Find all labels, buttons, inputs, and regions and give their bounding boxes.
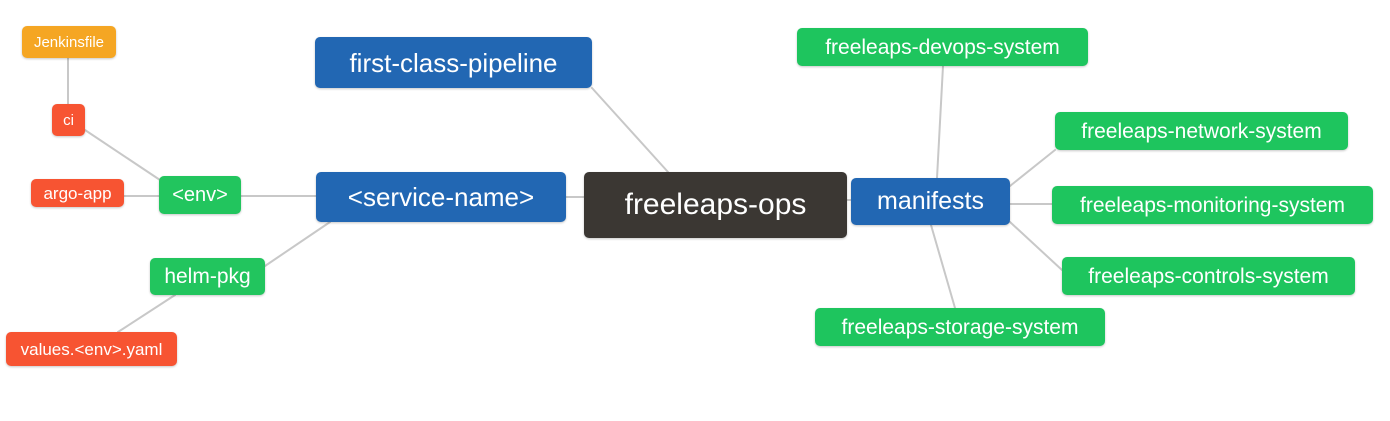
node-values-env-yaml[interactable]: values.<env>.yaml bbox=[6, 332, 177, 366]
node-helm-pkg[interactable]: helm-pkg bbox=[150, 258, 265, 295]
node-label: <env> bbox=[172, 184, 228, 206]
node-first-class-pipeline[interactable]: first-class-pipeline bbox=[315, 37, 592, 88]
edge-manifests-devops-system bbox=[936, 65, 944, 179]
node-freeleaps-monitoring-system[interactable]: freeleaps-monitoring-system bbox=[1052, 186, 1373, 224]
node-freeleaps-controls-system[interactable]: freeleaps-controls-system bbox=[1062, 257, 1355, 295]
edge-manifests-storage-system bbox=[930, 224, 956, 309]
node-label: freeleaps-monitoring-system bbox=[1080, 193, 1345, 217]
node-label: first-class-pipeline bbox=[349, 47, 558, 78]
edge-helm-pkg-values-yaml bbox=[117, 294, 176, 333]
node-label: freeleaps-controls-system bbox=[1088, 264, 1329, 288]
node-freeleaps-ops[interactable]: freeleaps-ops bbox=[584, 172, 847, 238]
node-freeleaps-network-system[interactable]: freeleaps-network-system bbox=[1055, 112, 1348, 150]
node-jenkinsfile[interactable]: Jenkinsfile bbox=[22, 26, 116, 58]
node-argo-app[interactable]: argo-app bbox=[31, 179, 124, 207]
edge-manifests-controls-system bbox=[1009, 221, 1063, 271]
edge-manifests-network-system bbox=[1009, 149, 1056, 187]
node-label: freeleaps-ops bbox=[624, 188, 807, 221]
node-label: manifests bbox=[877, 187, 984, 215]
node-label: freeleaps-storage-system bbox=[841, 315, 1079, 339]
node-label: freeleaps-network-system bbox=[1081, 119, 1322, 143]
node-manifests[interactable]: manifests bbox=[851, 178, 1010, 225]
node-freeleaps-devops-system[interactable]: freeleaps-devops-system bbox=[797, 28, 1088, 66]
node-label: argo-app bbox=[43, 183, 112, 203]
node-freeleaps-storage-system[interactable]: freeleaps-storage-system bbox=[815, 308, 1105, 346]
node-label: freeleaps-devops-system bbox=[825, 35, 1060, 59]
node-ci[interactable]: ci bbox=[52, 104, 85, 136]
node-label: ci bbox=[63, 111, 74, 129]
node-label: values.<env>.yaml bbox=[20, 339, 163, 359]
node-label: Jenkinsfile bbox=[33, 33, 105, 51]
node-label: <service-name> bbox=[347, 182, 535, 212]
edge-service-name-helm-pkg bbox=[264, 221, 331, 267]
node-service-name[interactable]: <service-name> bbox=[316, 172, 566, 222]
edge-root-first-class-pipeline bbox=[591, 87, 669, 173]
node-env[interactable]: <env> bbox=[159, 176, 241, 214]
edge-env-ci bbox=[84, 129, 161, 181]
node-label: helm-pkg bbox=[164, 265, 251, 288]
